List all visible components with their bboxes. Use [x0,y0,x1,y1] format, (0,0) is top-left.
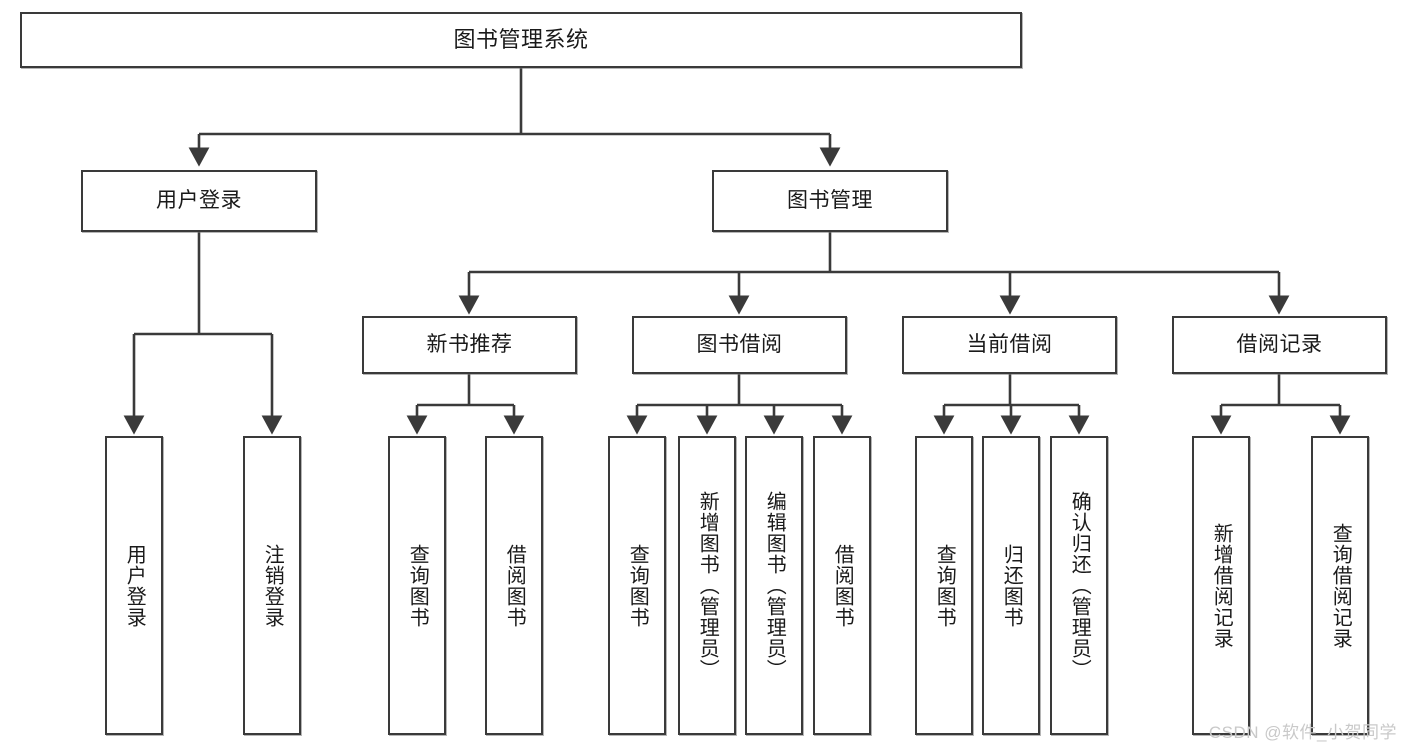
leaf-edit-book[interactable]: 编辑图书（管理员） [745,436,803,735]
node-borrow-record-label: 借阅记录 [1236,332,1323,356]
leaf-borrow-book-2-label: 借阅图书 [831,543,854,628]
leaf-query-book-2[interactable]: 查询图书 [608,436,666,735]
watermark: CSDN @软件_小贺同学 [1208,723,1397,742]
leaf-return-book-label: 归还图书 [1000,543,1023,628]
node-current-borrow-label: 当前借阅 [966,332,1053,356]
leaf-user-login[interactable]: 用户登录 [105,436,163,735]
leaf-logout-login-label: 注销登录 [261,543,284,628]
leaf-logout-login[interactable]: 注销登录 [243,436,301,735]
leaf-return-book[interactable]: 归还图书 [982,436,1040,735]
node-current-borrow[interactable]: 当前借阅 [902,316,1117,374]
leaf-add-book[interactable]: 新增图书（管理员） [678,436,736,735]
leaf-query-book-3-label: 查询图书 [933,543,956,628]
leaf-confirm-return-label: 确认归还（管理员） [1068,491,1091,680]
leaf-add-record[interactable]: 新增借阅记录 [1192,436,1250,735]
leaf-borrow-book-2[interactable]: 借阅图书 [813,436,871,735]
node-root[interactable]: 图书管理系统 [20,12,1022,68]
node-user-login[interactable]: 用户登录 [81,170,317,232]
node-new-book-recommend-label: 新书推荐 [426,332,513,356]
node-root-label: 图书管理系统 [453,27,589,53]
leaf-add-book-label: 新增图书（管理员） [696,491,719,680]
node-book-management-label: 图书管理 [787,188,873,212]
leaf-borrow-book-1[interactable]: 借阅图书 [485,436,543,735]
node-new-book-recommend[interactable]: 新书推荐 [362,316,577,374]
leaf-confirm-return[interactable]: 确认归还（管理员） [1050,436,1108,735]
leaf-query-record[interactable]: 查询借阅记录 [1311,436,1369,735]
leaf-query-record-label: 查询借阅记录 [1329,522,1352,649]
node-book-borrow[interactable]: 图书借阅 [632,316,847,374]
node-user-login-label: 用户登录 [156,188,242,212]
leaf-query-book-1-label: 查询图书 [406,543,429,628]
node-book-management[interactable]: 图书管理 [712,170,948,232]
node-borrow-record[interactable]: 借阅记录 [1172,316,1387,374]
leaf-query-book-1[interactable]: 查询图书 [388,436,446,735]
leaf-query-book-2-label: 查询图书 [626,543,649,628]
leaf-query-book-3[interactable]: 查询图书 [915,436,973,735]
leaf-user-login-label: 用户登录 [123,543,146,628]
leaf-edit-book-label: 编辑图书（管理员） [763,491,786,680]
leaf-borrow-book-1-label: 借阅图书 [503,543,526,628]
leaf-add-record-label: 新增借阅记录 [1210,522,1233,649]
node-book-borrow-label: 图书借阅 [696,332,783,356]
